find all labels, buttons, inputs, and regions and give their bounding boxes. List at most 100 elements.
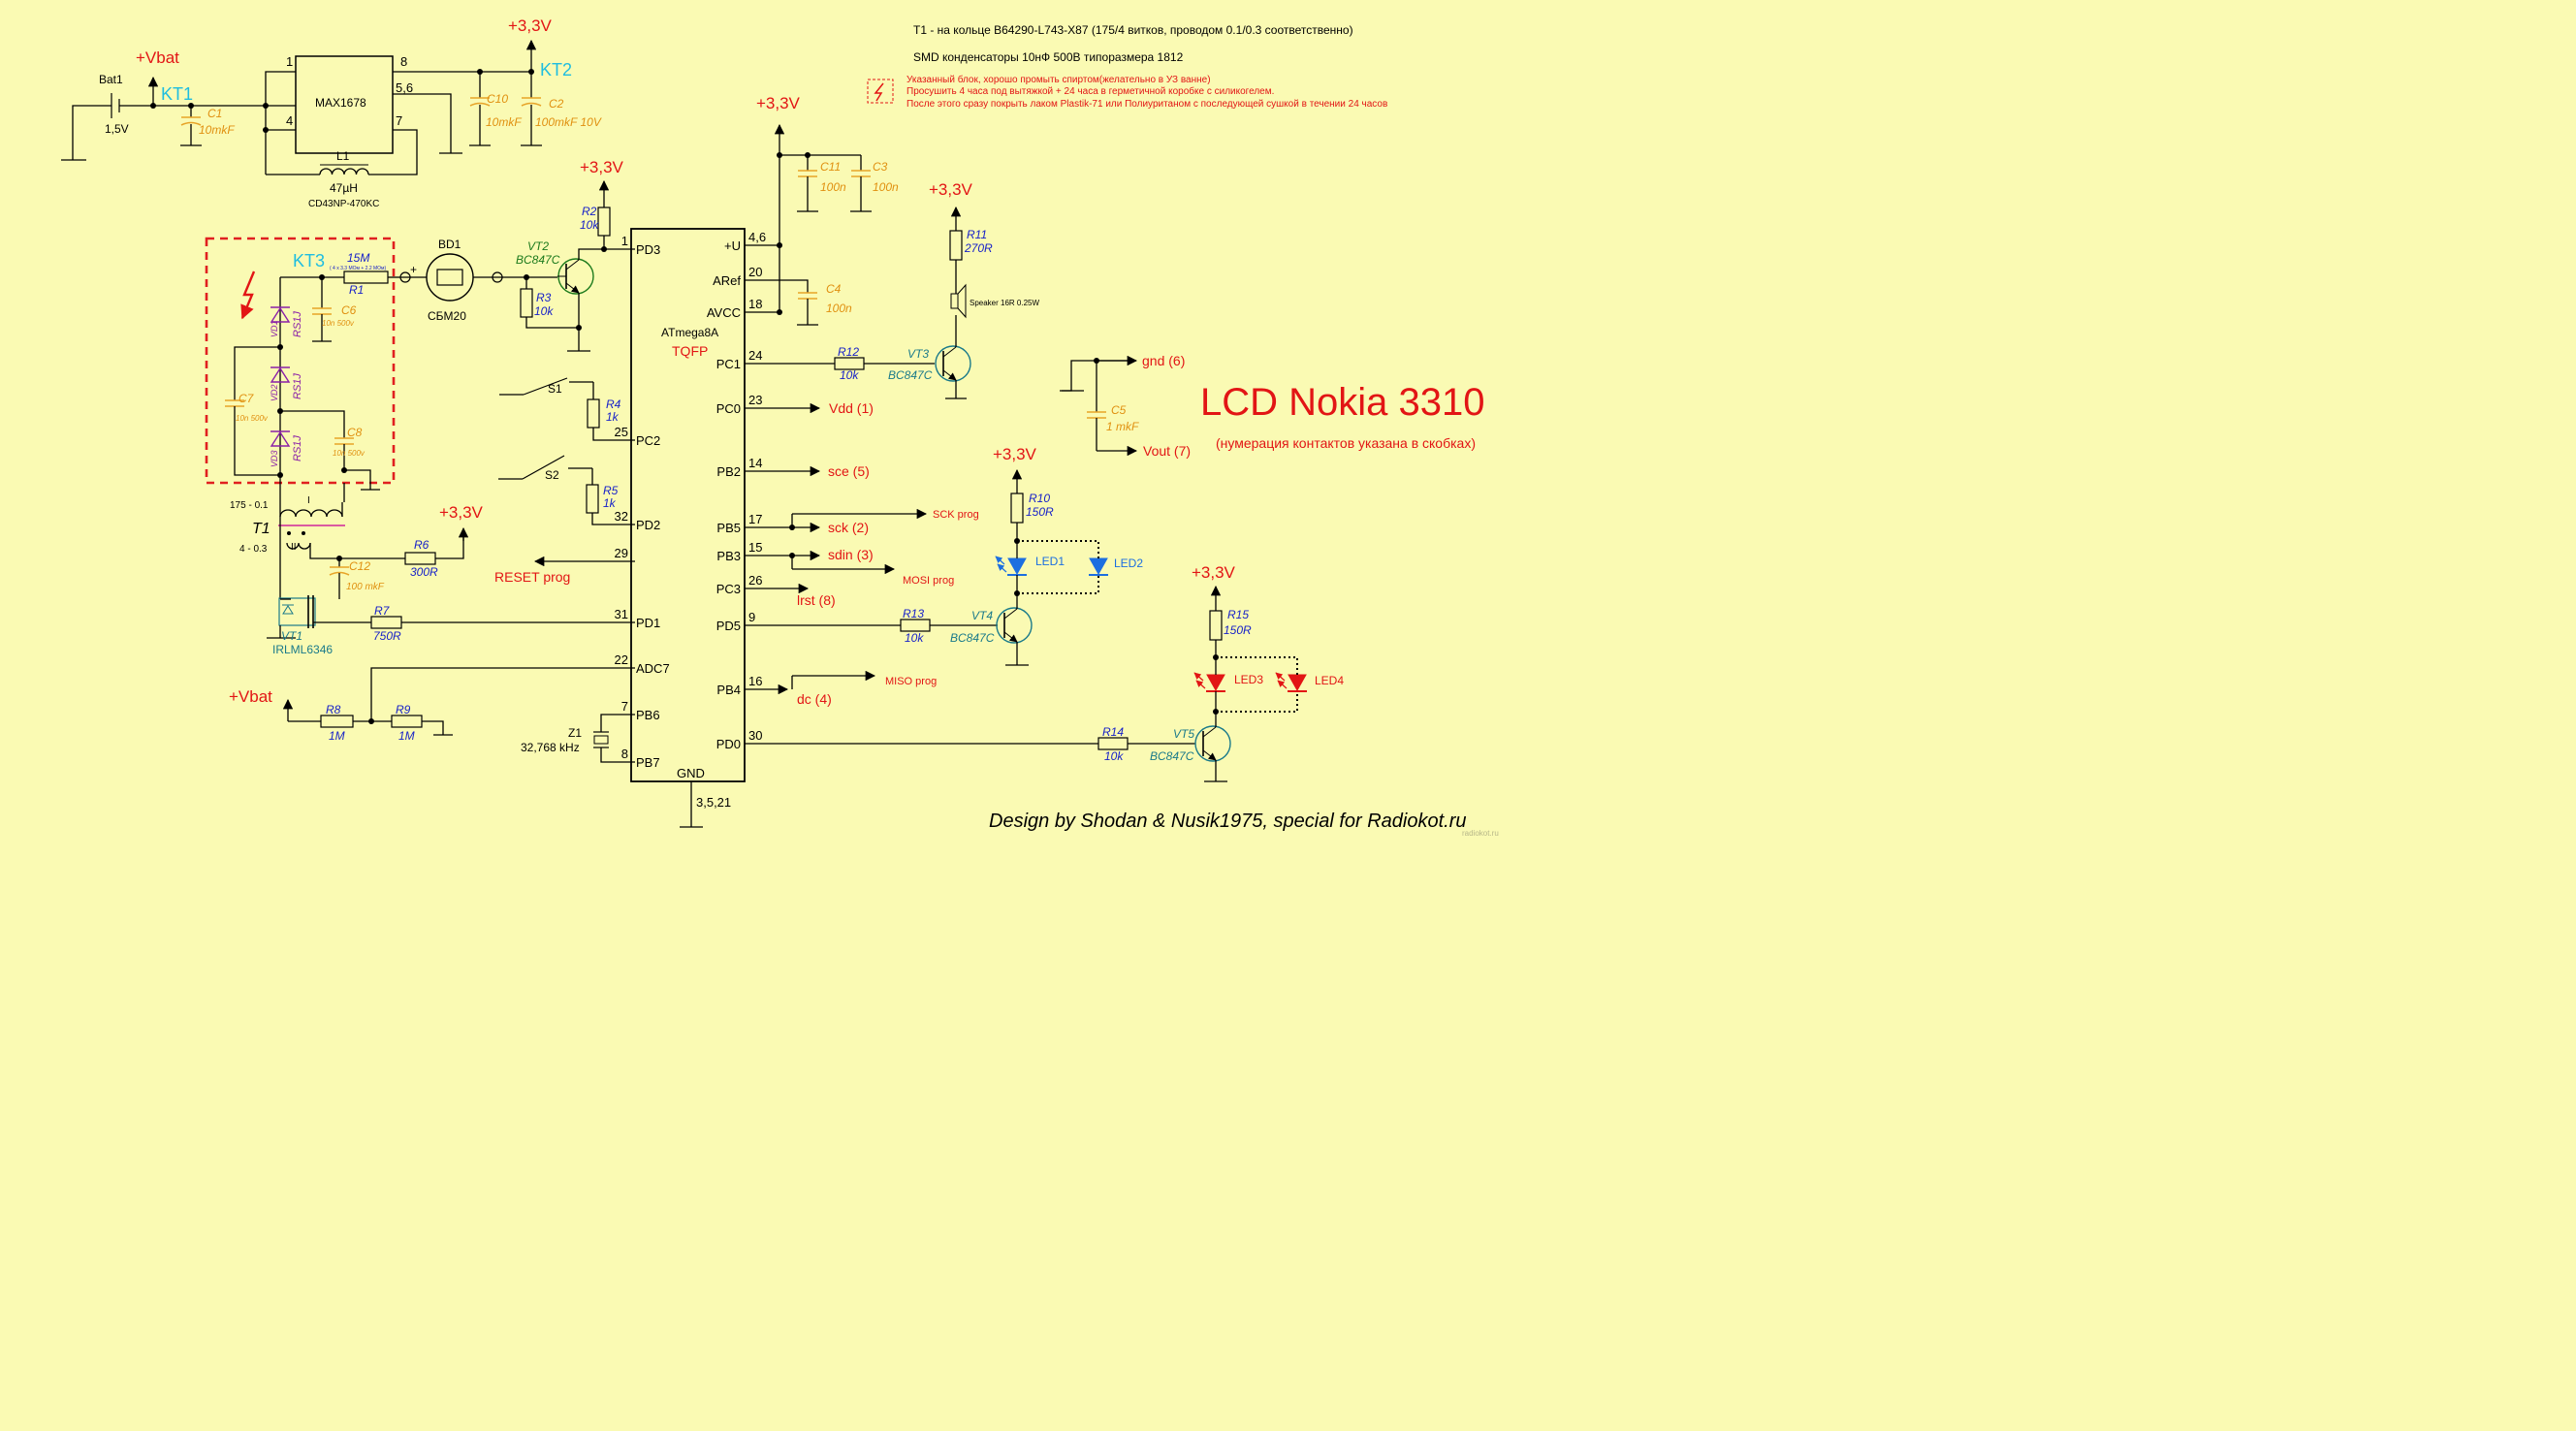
mcu-pin-number: 17: [748, 512, 762, 526]
c2-label: C2: [549, 97, 564, 111]
l1-part: CD43NP-470KC: [308, 199, 379, 209]
battery-bat1: [111, 93, 120, 118]
vd3-label: VD3: [270, 450, 279, 467]
r2-value: 10k: [580, 218, 599, 232]
bat1-label: Bat1: [99, 73, 123, 86]
rail-33v-kt2: +3,3V: [508, 16, 553, 35]
r8-value: 1M: [329, 729, 345, 743]
bd1-tube: СБМ20: [428, 309, 466, 323]
t1-winding1: I: [307, 495, 310, 506]
c7-label: C7: [239, 392, 255, 405]
l1-value: 47µH: [330, 181, 358, 195]
resistor-r14: [1097, 737, 1129, 750]
transistor-vt3: [935, 345, 971, 382]
r1-label: R1: [349, 283, 364, 297]
led2-label: LED2: [1114, 556, 1143, 570]
r3-label: R3: [536, 291, 552, 304]
vd2-part: RS1J: [292, 373, 303, 399]
vt4-part: BC847C: [950, 631, 995, 645]
switch-s1[interactable]: [499, 377, 593, 396]
rail-vbat-bottom: +Vbat: [229, 687, 272, 706]
vt3-part: BC847C: [888, 368, 933, 382]
vd3-part: RS1J: [292, 435, 303, 461]
led1-label: LED1: [1035, 555, 1065, 568]
diode-vd3: [270, 430, 291, 447]
mcu-pin-label: PD1: [636, 616, 660, 630]
capacitor-c5: [1087, 361, 1106, 451]
mcu-pin-number: 22: [615, 652, 628, 667]
c4-value: 100n: [826, 302, 852, 315]
geiger-tube-bd1: [426, 253, 474, 302]
led3-label: LED3: [1234, 673, 1263, 686]
c1-label: C1: [207, 107, 222, 120]
r13-value: 10k: [905, 631, 924, 645]
mcu-pin-number: 23: [748, 393, 762, 407]
t1-winding2: II: [291, 542, 297, 553]
vd2-label: VD2: [270, 384, 279, 401]
resistor-r13: [900, 619, 931, 632]
mcu-pin-number: 14: [748, 456, 762, 470]
rail-33v-led34: +3,3V: [1192, 563, 1236, 582]
transformer-t1: [278, 509, 345, 550]
max-pin1: 1: [286, 54, 293, 69]
r4-value: 1k: [606, 410, 620, 424]
vt5-label: VT5: [1173, 727, 1194, 741]
r12-label: R12: [838, 345, 859, 359]
r5-value: 1k: [603, 496, 617, 510]
r5-label: R5: [603, 484, 619, 497]
rail-33v-r6: +3,3V: [439, 503, 484, 522]
speaker-label: Speaker 16R 0.25W: [970, 299, 1039, 307]
r3-value: 10k: [534, 304, 554, 318]
r14-label: R14: [1102, 725, 1124, 739]
note-warn3: После этого сразу покрыть лаком Plastik-…: [906, 99, 1387, 110]
vt1-part: IRLML6346: [272, 643, 333, 656]
mcu-pin-number: 26: [748, 573, 762, 588]
rail-33v-spk: +3,3V: [929, 180, 973, 199]
mcu-name: ATmega8A: [661, 326, 718, 339]
hv-block-outline: [205, 237, 396, 485]
net-miso-prog: MISO prog: [885, 676, 937, 687]
r1-value: 15M: [347, 251, 369, 265]
t1-turns2: 4 - 0.3: [239, 544, 268, 555]
note-t1: T1 - на кольце B64290-L743-X87 (175/4 ви…: [913, 23, 1353, 37]
net-sdin: sdin (3): [828, 547, 874, 562]
mcu-pin-number: 18: [748, 297, 762, 311]
rail-33v-mcu: +3,3V: [756, 94, 801, 112]
r13-label: R13: [903, 607, 924, 620]
c3-label: C3: [873, 160, 888, 174]
r1-note: ( 4 x 3.3 MOм + 2.2 MOм): [330, 266, 386, 271]
c10-label: C10: [487, 92, 508, 106]
switch-s2[interactable]: [498, 455, 592, 480]
led-led3: [1193, 672, 1225, 692]
mcu-pin-number: 20: [748, 265, 762, 279]
mcu-pin-number: 25: [615, 425, 628, 439]
r9-label: R9: [396, 703, 411, 716]
inductor-l1: [319, 164, 369, 175]
s2-label: S2: [545, 468, 559, 482]
t1-label: T1: [252, 521, 270, 537]
mcu-pin-label: PD0: [716, 737, 741, 751]
mcu-pin-number: 16: [748, 674, 762, 688]
c12-label: C12: [349, 559, 370, 573]
mcu-gnd-label: GND: [677, 766, 705, 780]
l1-label: L1: [336, 149, 350, 163]
r11-value: 270R: [964, 241, 993, 255]
net-gnd: gnd (6): [1142, 353, 1185, 368]
capacitor-c10: [469, 72, 491, 146]
max-pin56: 5,6: [396, 80, 413, 95]
led-led2: [1089, 557, 1108, 576]
transistor-vt2: [557, 258, 594, 295]
capacitor-c12: [329, 558, 350, 599]
net-dc: dc (4): [797, 691, 832, 707]
transistor-vt4: [996, 607, 1033, 644]
resistor-r5: [586, 484, 599, 514]
r6-value: 300R: [410, 565, 438, 579]
capacitor-c4: [797, 292, 818, 326]
resistor-r8: [320, 715, 354, 728]
mcu-pin-number: 32: [615, 509, 628, 524]
net-lrst: lrst (8): [797, 592, 836, 608]
mcu-pin-number: 8: [621, 747, 628, 761]
vt1-label: VT1: [281, 629, 302, 643]
credit: Design by Shodan & Nusik1975, special fo…: [989, 811, 1467, 832]
c8-label: C8: [347, 426, 363, 439]
